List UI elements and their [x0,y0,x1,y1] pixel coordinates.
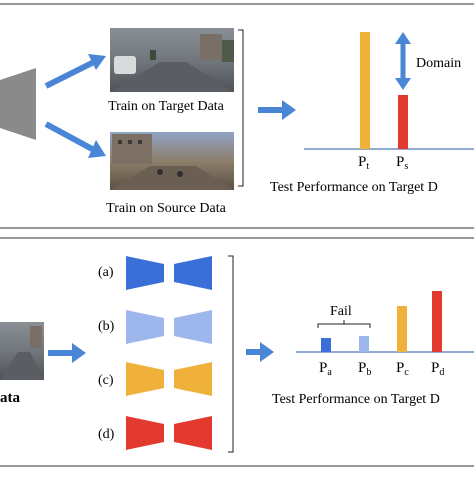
label-ps: Ps [396,154,408,172]
row-b-encoder [126,310,164,344]
row-d-decoder [174,416,212,450]
source-street-image [110,132,234,190]
row-a-decoder [174,256,212,290]
label-pt: Pt [358,154,369,172]
bottom-panel-border [0,237,474,467]
fail-bracket [317,320,371,328]
row-b-decoder [174,310,212,344]
arrow-to-top-chart [258,100,296,120]
arrow-to-networks [48,343,86,363]
bar-ps [398,95,408,149]
row-c-decoder [174,362,212,396]
row-b-label: (b) [98,319,115,334]
top-chart-title: Test Performance on Target D [270,180,438,195]
bottom-street-image [0,322,44,380]
bottom-chart-title: Test Performance on Target D [272,392,440,407]
row-a-label: (a) [98,265,114,280]
label-pd: Pd [431,360,444,378]
bottom-performance-chart: Fail Pa Pb Pc Pd Test Performance on Tar… [272,291,474,407]
bar-pt [360,32,370,149]
domain-label: Domain [416,56,461,71]
source-caption: Train on Source Data [106,201,226,216]
bottom-data-label: ata [0,390,20,406]
bar-pa [321,338,331,352]
bar-pc [397,306,407,352]
label-pa: Pa [319,360,332,378]
bottom-bracket [228,255,234,453]
bar-pd [432,291,442,352]
row-d-label: (d) [98,427,115,442]
bracket [238,29,244,187]
arrow-to-target-image [44,54,106,89]
row-d-encoder [126,416,164,450]
row-c-label: (c) [98,373,114,388]
label-pb: Pb [358,360,371,378]
target-street-image [110,28,234,92]
top-panel-border [0,3,474,229]
fail-label: Fail [330,304,352,319]
row-a-encoder [126,256,164,290]
row-c-encoder [126,362,164,396]
label-pc: Pc [396,360,409,378]
network-rows: (a) (b) (c) (d) [98,256,212,450]
top-performance-chart: Domain Pt Ps Test Performance on Target … [270,32,474,195]
bar-pb [359,336,369,352]
domain-gap-arrow [395,32,411,90]
target-caption: Train on Target Data [108,99,225,114]
arrow-to-source-image [44,121,106,158]
gray-encoder-shape [0,68,36,140]
arrow-to-bottom-chart [246,342,274,362]
